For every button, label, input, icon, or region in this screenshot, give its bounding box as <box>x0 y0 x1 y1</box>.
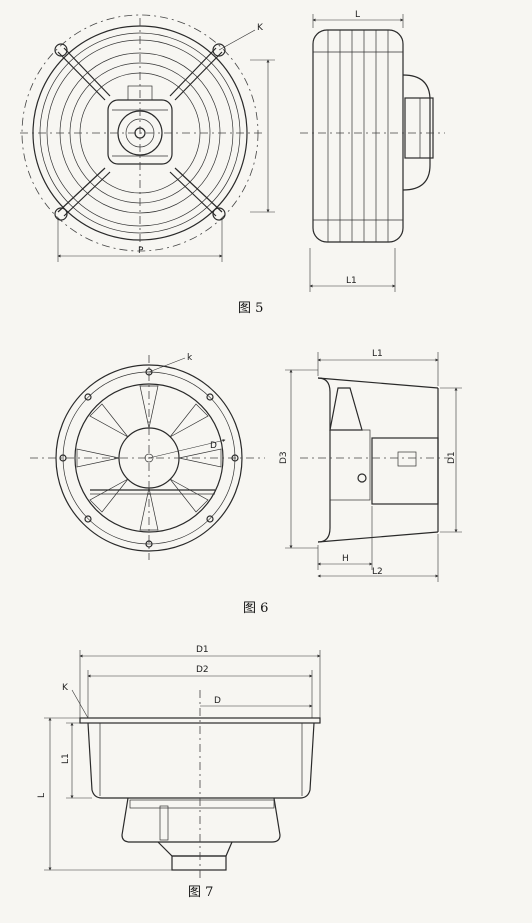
fig6-label-d1: D1 <box>447 451 457 464</box>
fig7-label-l1: L1 <box>61 753 71 764</box>
fig6-label-h: H <box>342 554 349 564</box>
fig6-label-k: k <box>187 353 193 363</box>
fig6-label-d3: D3 <box>279 451 289 464</box>
figure-5-front-view: K P <box>20 14 275 262</box>
figure-7-section-view: D1 D2 D K L1 L <box>37 645 321 880</box>
fig6-label-d: D <box>210 441 217 451</box>
fig5-label-l1: L1 <box>346 276 357 286</box>
fig7-label-k: K <box>62 683 69 693</box>
figure-6-side-view: L1 D3 D1 H L2 <box>279 349 462 582</box>
fig7-label-l: L <box>37 793 47 798</box>
fig5-label-p: P <box>138 246 144 256</box>
figure-7-caption: 图 7 <box>188 885 213 900</box>
fig5-label-k: K <box>257 23 264 33</box>
figure-6-caption: 图 6 <box>243 601 268 616</box>
fig7-label-d: D <box>214 696 221 706</box>
fig7-label-d2: D2 <box>196 665 209 675</box>
fig6-label-l1: L1 <box>372 349 383 359</box>
figure-6-front-view: k D <box>30 353 265 560</box>
fig5-label-l: L <box>355 10 360 20</box>
figure-5-side-view: L L1 <box>300 10 445 292</box>
figure-5-caption: 图 5 <box>238 301 263 316</box>
fig7-label-d1: D1 <box>196 645 209 655</box>
fig6-label-l2: L2 <box>372 567 383 577</box>
